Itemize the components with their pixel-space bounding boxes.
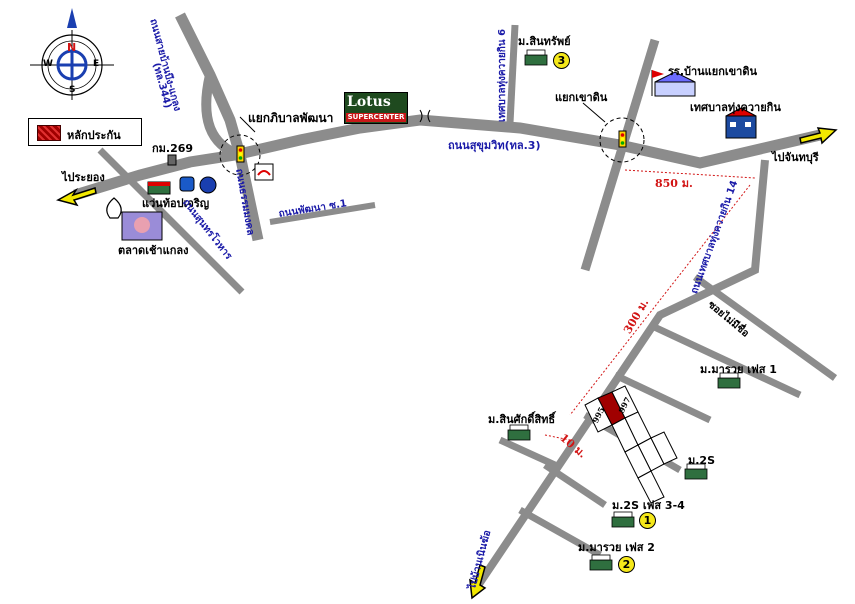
shop-icon <box>147 181 171 195</box>
leaf-logo-icon <box>106 197 122 219</box>
market-icon <box>121 211 163 241</box>
label-school: รร.บ้านแยกเขาดิน <box>668 65 757 78</box>
village-maruay1-icon <box>717 372 741 389</box>
distance-850: 850 ม. <box>655 177 693 190</box>
bank-icon-2 <box>199 176 217 194</box>
road-curve <box>201 73 242 160</box>
road-tungkwai14 <box>471 159 769 593</box>
lotus-subtitle: SUPERCENTER <box>346 113 406 122</box>
road-label-sukhumvit: ถนนสุขุมวิท(ทล.3) <box>448 139 541 152</box>
arrow-ban <box>469 563 487 600</box>
marker-2: 2 <box>618 556 635 573</box>
road-branch-1 <box>648 321 802 399</box>
village-maruay2-icon <box>589 554 613 571</box>
compass-n: N <box>67 41 77 54</box>
compass-icon <box>30 8 114 100</box>
road-label-tungkwai6: เทศบาลทุ่งควายกิน 6 <box>497 28 508 122</box>
village-sin-icon <box>507 424 531 441</box>
fuel-logo-icon <box>254 163 274 181</box>
leader-left <box>239 116 256 133</box>
overpass-mark <box>419 109 431 123</box>
school-icon <box>651 70 696 97</box>
road-ban-bueng <box>175 12 264 242</box>
label-village-maruay1: ม.มารวย เฟส 1 <box>700 363 777 376</box>
label-municipality: เทศบาลทุ่งควายกิน <box>690 101 781 114</box>
compass-w: W <box>43 59 53 69</box>
label-to-rayong: ไประยอง <box>62 171 105 184</box>
road-soi-noname <box>692 274 838 381</box>
municipality-icon <box>725 107 757 139</box>
distance-lines <box>544 169 756 441</box>
label-village-2s34: ม.2S เฟส 3-4 <box>612 499 685 512</box>
legend: หลักประกัน <box>28 118 142 146</box>
bank-icon-1 <box>179 176 195 192</box>
legend-label: หลักประกัน <box>67 129 121 142</box>
village-2s34-icon <box>611 511 635 528</box>
road-tungkwai6 <box>506 24 519 124</box>
road-branch-4 <box>543 462 607 508</box>
direction-arrows <box>56 127 838 600</box>
legend-swatch <box>37 125 61 141</box>
road-sukhumvit <box>73 114 822 201</box>
label-village-2s: ม.2S <box>688 454 716 467</box>
label-km: กม.269 <box>152 142 194 155</box>
marker-3: 3 <box>553 52 570 69</box>
label-market: ตลาดเช้าแกลง <box>118 244 189 257</box>
road-branch-left <box>498 436 557 469</box>
traffic-light-khaodin-icon <box>618 130 627 148</box>
label-village-sin: ม.สินศักดิ์สิทธิ์ <box>488 413 556 426</box>
road-phatthana <box>269 202 376 225</box>
label-village-3: ม.สินทรัพย์ <box>518 35 571 48</box>
compass-e: E <box>93 59 100 69</box>
label-to-chanthaburi: ไปจันทบุรี <box>772 151 819 164</box>
road-sunthornphu <box>97 147 245 295</box>
km-marker-icon <box>167 154 177 166</box>
lotus-title: Lotus <box>347 94 391 110</box>
label-shop: แว่นท้อปเจริญ <box>142 197 210 210</box>
plot-lots <box>584 385 678 504</box>
marker-1: 1 <box>639 512 656 529</box>
arrow-chanthaburi <box>799 127 838 145</box>
intersection-circle-left <box>219 134 261 176</box>
leader-khaodin <box>582 102 606 123</box>
intersection-circle-khaodin <box>599 117 645 163</box>
arrow-rayong <box>56 187 97 207</box>
traffic-light-left-icon <box>236 145 245 163</box>
village-2s-icon <box>684 463 708 480</box>
road-branch-2 <box>613 371 712 424</box>
road-khaodin <box>580 38 660 272</box>
road-branch-5 <box>518 506 602 559</box>
compass-s: S <box>69 85 76 95</box>
label-khaodin: แยกเขาดิน <box>555 91 608 104</box>
lotus-logo: Lotus SUPERCENTER <box>344 92 408 124</box>
label-village-maruay2: ม.มารวย เฟส 2 <box>578 541 655 554</box>
label-intersection-left: แยกภิบาลพัฒนา <box>248 111 334 125</box>
village-3-icon <box>524 49 548 66</box>
